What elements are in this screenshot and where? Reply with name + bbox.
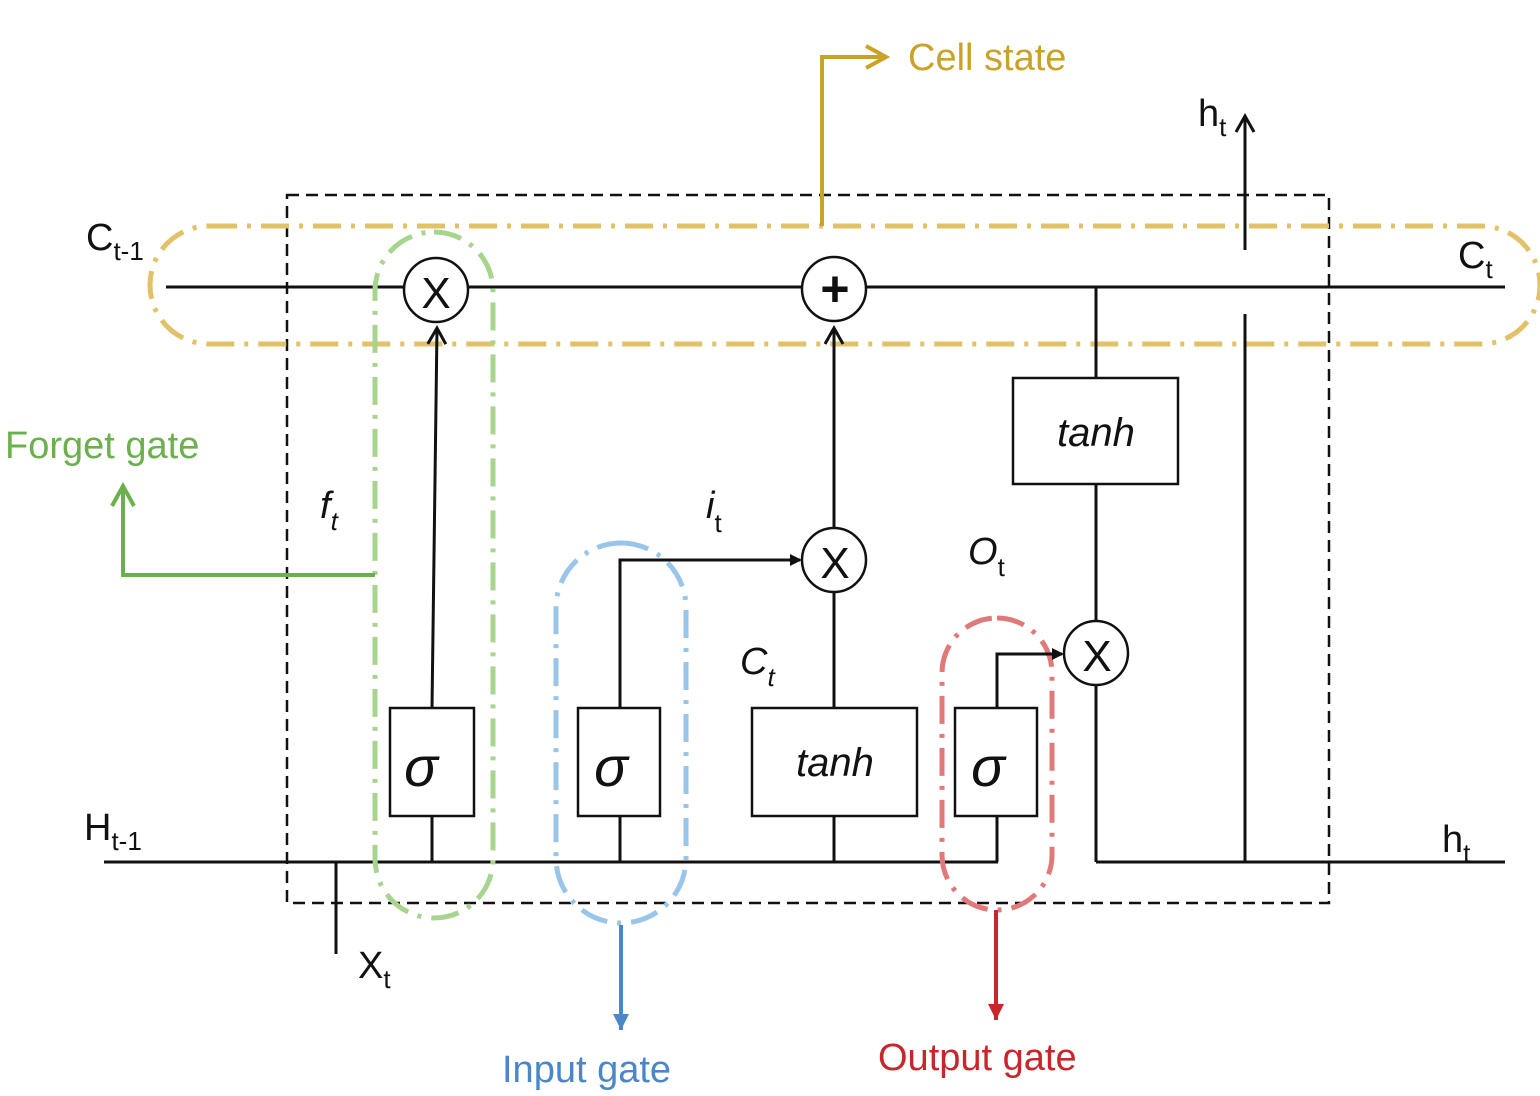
input-multiply-symbol: X	[820, 539, 849, 588]
c-prev-label: Ct-1	[86, 217, 144, 266]
add-symbol: +	[820, 261, 849, 317]
input-sigma-label: σ	[594, 735, 630, 798]
forget-sigma-box	[388, 706, 476, 818]
output-gate-label: Output gate	[878, 1037, 1077, 1079]
input-gate-region	[553, 540, 689, 926]
cell-state-label: Cell state	[908, 37, 1066, 79]
forget-gate-region	[372, 229, 496, 921]
input-to-multiply	[618, 554, 802, 708]
o-t-label: Ot	[968, 531, 1006, 582]
c-tilde-label: Ct	[740, 641, 776, 692]
add-node	[800, 255, 868, 323]
output-multiply-symbol: X	[1082, 632, 1111, 681]
forget-to-multiply	[426, 324, 448, 709]
h-t-right-label: ht	[1442, 819, 1471, 868]
output-sigma-box	[953, 706, 1039, 818]
h-prev-label: Ht-1	[84, 807, 142, 856]
cell-state-arrow	[820, 57, 886, 226]
h-t-top-label: ht	[1198, 93, 1227, 142]
output-sigma-label: σ	[971, 735, 1007, 798]
output-tanh-label: tanh	[1057, 411, 1135, 455]
output-gate-region	[939, 615, 1055, 913]
i-t-label: it	[706, 485, 722, 538]
output-to-multiply	[995, 648, 1064, 708]
forget-gate-arrow	[123, 486, 375, 577]
forget-multiply-node	[402, 256, 470, 324]
input-sigma-box	[576, 706, 662, 818]
forget-gate-label: Forget gate	[5, 425, 199, 467]
candidate-tanh-box	[750, 706, 919, 818]
forget-sigma-label: σ	[404, 735, 440, 798]
c-t-label: Ct	[1458, 235, 1493, 284]
cell-state-region	[147, 223, 1540, 347]
x-t-label: Xt	[358, 945, 391, 994]
f-t-label: ft	[320, 485, 340, 536]
input-gate-label: Input gate	[502, 1049, 671, 1091]
candidate-tanh-label: tanh	[796, 741, 874, 785]
output-tanh-box	[1011, 376, 1180, 486]
forget-multiply-symbol: X	[421, 269, 450, 318]
cell-boundary	[285, 193, 1331, 905]
